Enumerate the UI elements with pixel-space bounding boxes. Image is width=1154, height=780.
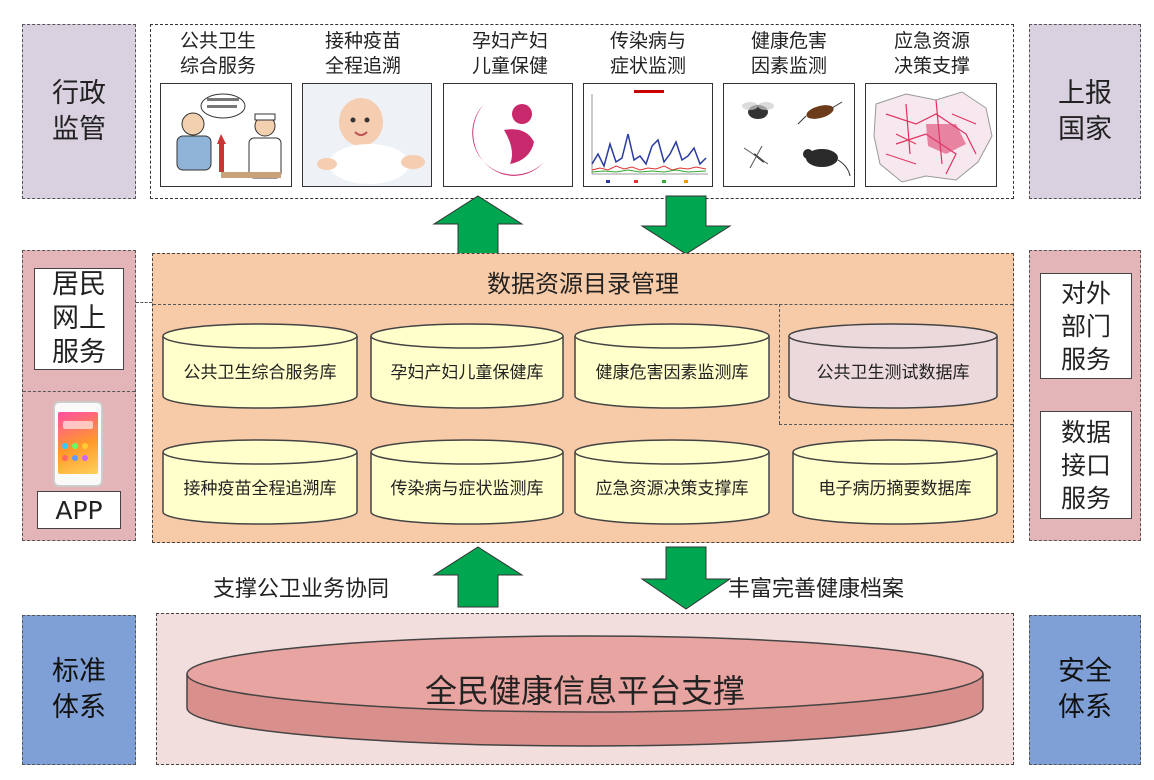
catalog-panel: 数据资源目录管理 xyxy=(152,253,1014,543)
platform-disc: 全民健康信息平台支撑 xyxy=(186,635,984,747)
divider xyxy=(23,391,135,392)
database-label: 接种疫苗全程追溯库 xyxy=(184,479,337,499)
data-api-box: 数据 接口 服务 xyxy=(1040,411,1132,519)
database-label: 传染病与症状监测库 xyxy=(391,479,544,499)
admin-box: 行政 监管 xyxy=(22,24,136,199)
platform-label: 全民健康信息平台支撑 xyxy=(425,672,745,710)
arrow-down-icon xyxy=(640,546,732,610)
support-left-text: 支撑公卫业务协同 xyxy=(213,577,390,602)
service-label: 应急资源 决策支撑 xyxy=(893,30,970,77)
database-cylinder xyxy=(788,323,998,409)
standard-label: 标准 体系 xyxy=(52,656,106,723)
service-label: 接种疫苗 全程追溯 xyxy=(324,30,401,77)
service-label: 孕妇产妇 儿童保健 xyxy=(471,30,548,77)
catalog-title: 数据资源目录管理 xyxy=(487,270,679,298)
standard-box: 标准 体系 xyxy=(22,615,136,765)
doctor-patient-illustration xyxy=(160,83,292,187)
database-cylinder xyxy=(162,439,358,525)
divider xyxy=(779,424,1013,425)
database-label: 公共卫生测试数据库 xyxy=(817,363,970,383)
support-right-text: 丰富完善健康档案 xyxy=(728,577,905,602)
services-panel: 公共卫生 综合服务 接种疫苗 全程追溯 孕妇产妇 儿童保健 传染病与 症状监测 … xyxy=(150,24,1014,199)
mother-child-logo xyxy=(443,83,573,187)
security-box: 安全 体系 xyxy=(1029,615,1141,765)
app-box: APP xyxy=(37,491,121,529)
data-api-label: 数据 接口 服务 xyxy=(1060,417,1111,513)
divider xyxy=(779,304,780,424)
platform-panel: 全民健康信息平台支撑 xyxy=(156,613,1014,765)
service-label: 公共卫生 综合服务 xyxy=(179,30,256,77)
service-label: 健康危害 因素监测 xyxy=(750,30,827,77)
pests-photo xyxy=(723,83,855,187)
database-label: 电子病历摘要数据库 xyxy=(819,479,972,499)
admin-label: 行政 监管 xyxy=(52,77,106,145)
app-label: APP xyxy=(55,495,103,525)
line-chart xyxy=(583,83,713,187)
service-label: 传染病与 症状监测 xyxy=(609,30,686,77)
database-cylinder xyxy=(574,323,770,409)
database-cylinder xyxy=(792,439,998,525)
map-image xyxy=(865,83,997,187)
arrow-down-icon xyxy=(640,195,732,255)
connector-line xyxy=(136,302,152,303)
database-label: 应急资源决策支撑库 xyxy=(596,479,749,499)
report-label: 上报 国家 xyxy=(1058,77,1112,145)
database-cylinder xyxy=(370,439,564,525)
resident-panel: 居民 网上 服务 APP xyxy=(22,250,136,541)
resident-label: 居民 网上 服务 xyxy=(52,269,106,368)
security-label: 安全 体系 xyxy=(1058,656,1112,723)
database-label: 健康危害因素监测库 xyxy=(596,363,749,383)
report-box: 上报 国家 xyxy=(1029,24,1141,199)
database-cylinder xyxy=(370,323,564,409)
phone-icon xyxy=(53,401,103,487)
arrow-up-icon xyxy=(432,195,524,255)
database-label: 公共卫生综合服务库 xyxy=(184,363,337,383)
external-panel: 对外 部门 服务 数据 接口 服务 xyxy=(1029,250,1141,541)
database-cylinders: 公共卫生综合服务库 孕妇产妇儿童保健库 健康危害因素监测库 公共卫生测试数据库 … xyxy=(162,323,998,525)
resident-service-box: 居民 网上 服务 xyxy=(34,268,124,370)
baby-photo xyxy=(302,83,432,187)
database-cylinder xyxy=(162,323,358,409)
arrow-up-icon xyxy=(432,546,524,608)
divider xyxy=(153,304,1013,305)
database-cylinder xyxy=(574,439,770,525)
external-service-box: 对外 部门 服务 xyxy=(1040,273,1132,379)
external-label: 对外 部门 服务 xyxy=(1060,278,1111,374)
database-label: 孕妇产妇儿童保健库 xyxy=(391,363,544,383)
